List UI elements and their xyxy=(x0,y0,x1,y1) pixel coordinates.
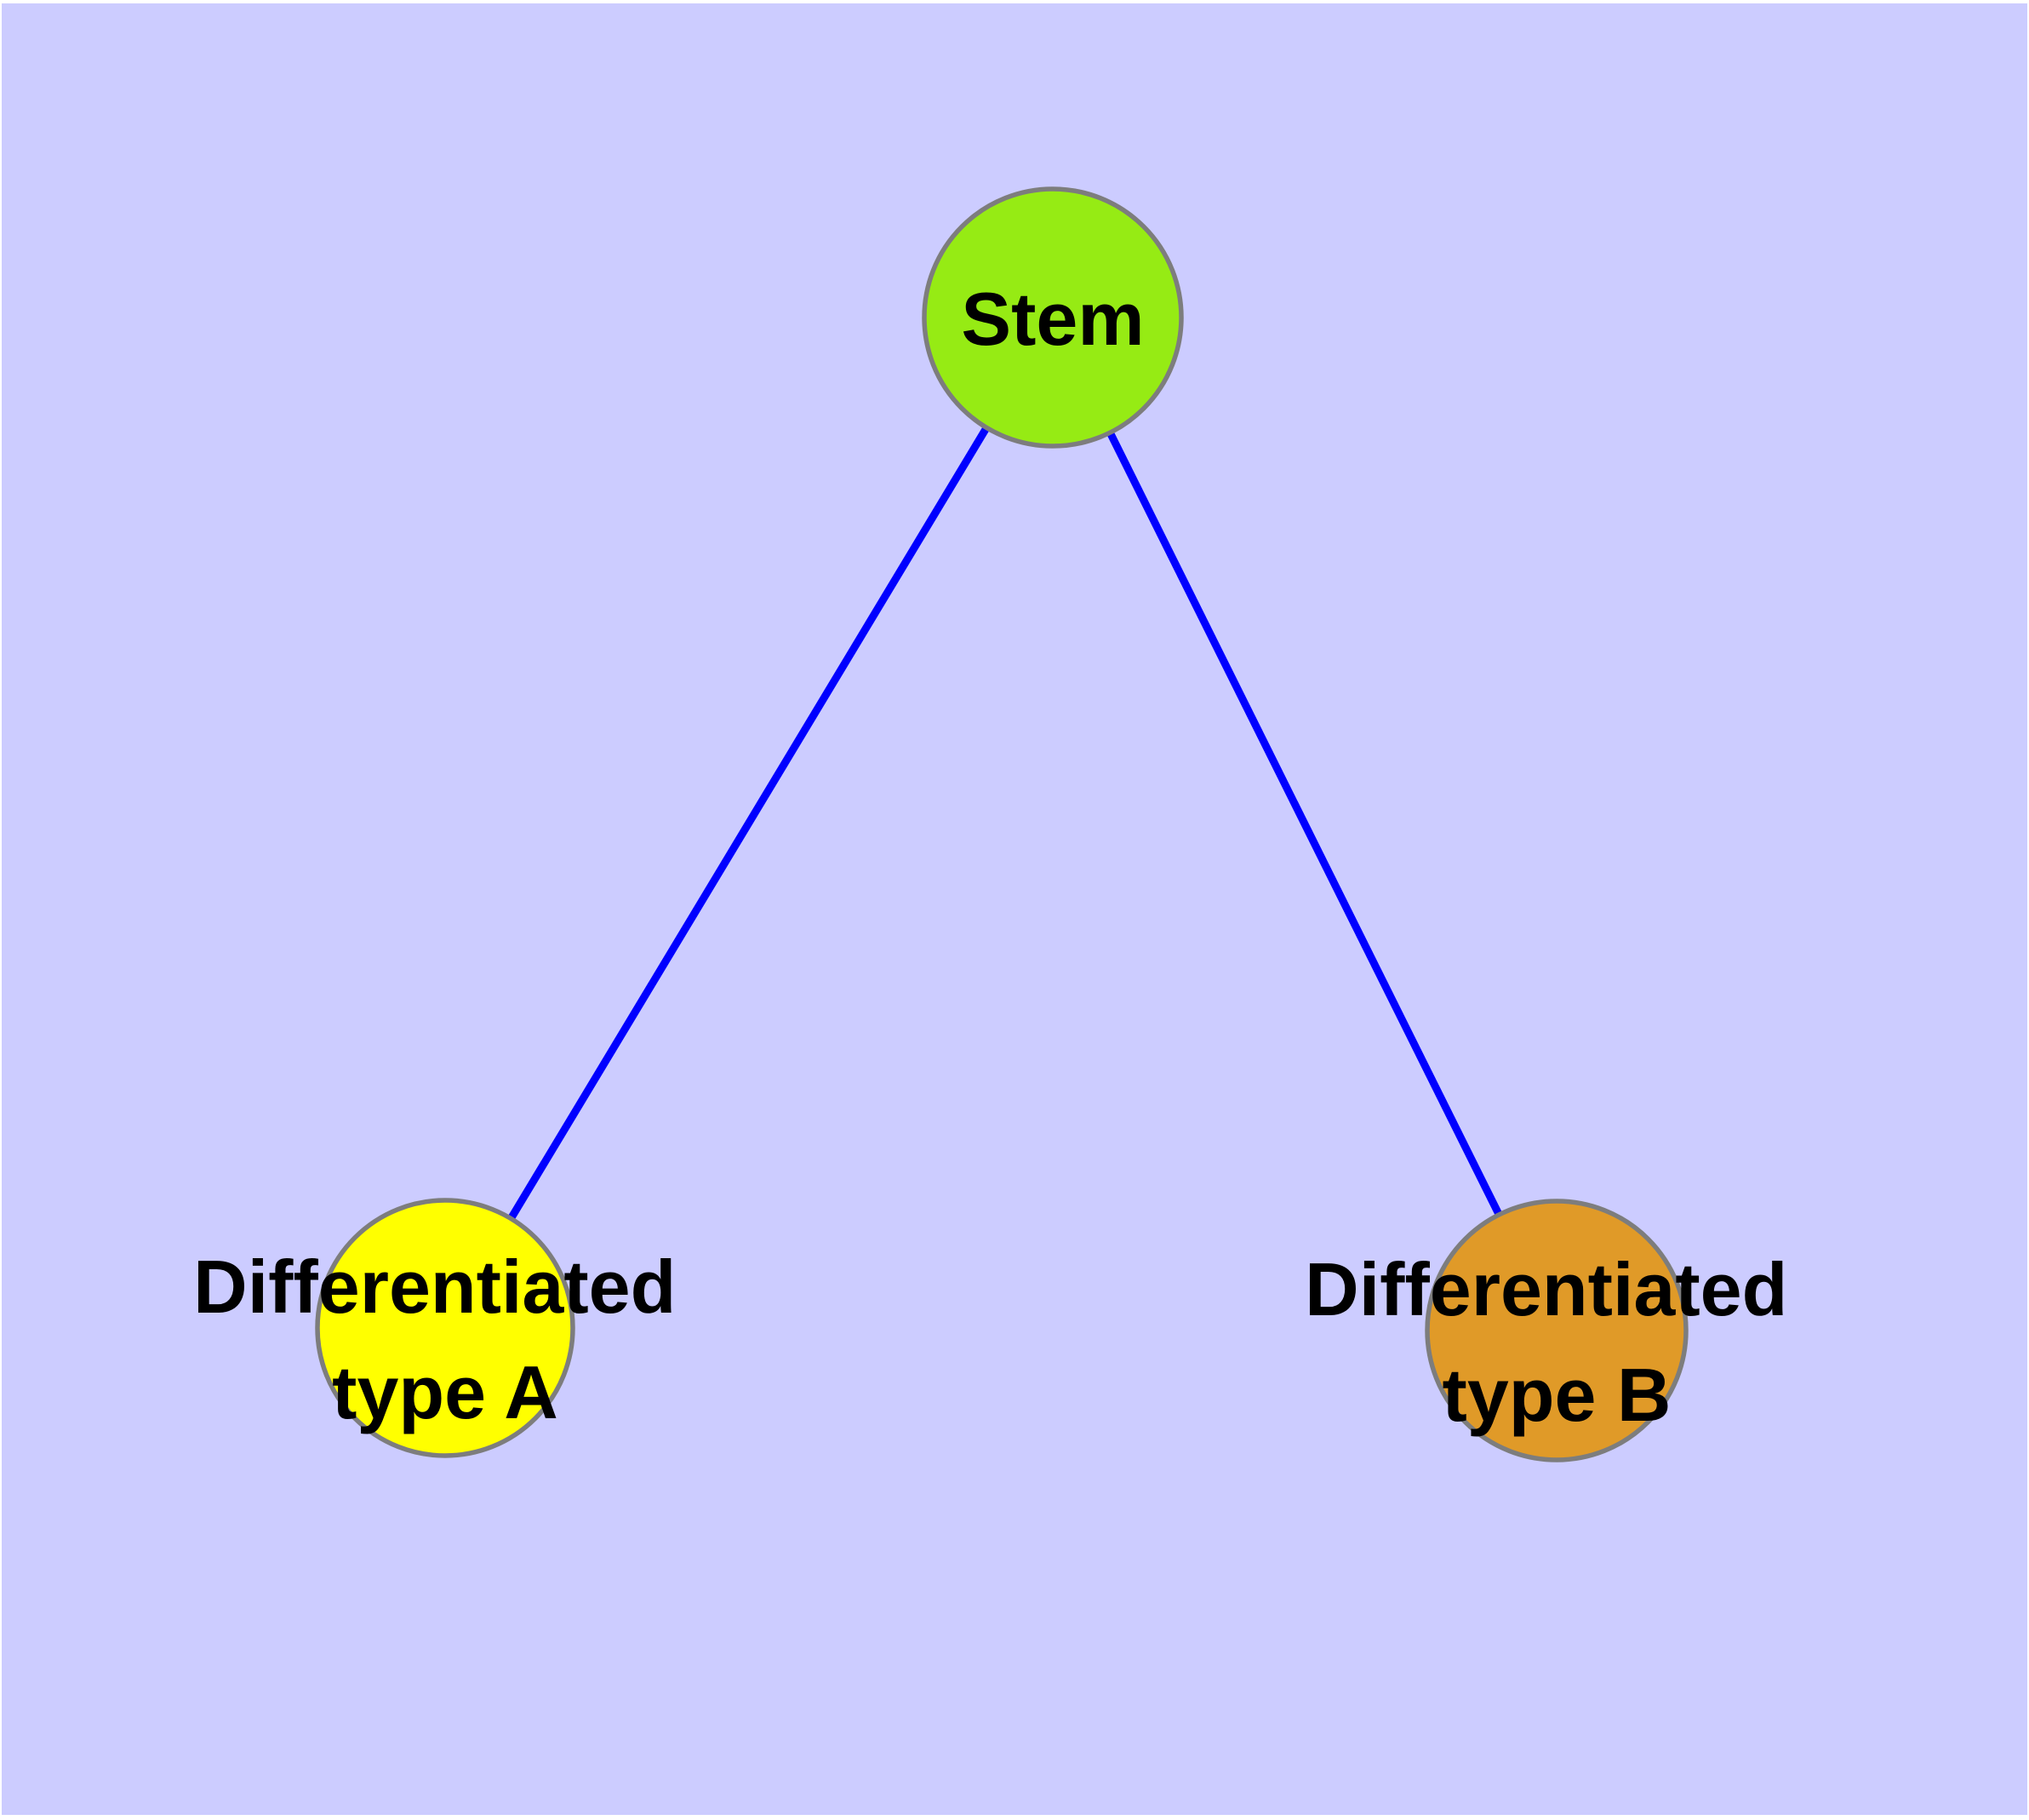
differentiated-type-a-label-line2: type A xyxy=(332,1350,558,1434)
differentiated-type-b-node xyxy=(1425,1199,1689,1462)
edge-stem-to-type-a xyxy=(442,315,1056,1331)
stem-node-label-line: Stem xyxy=(961,277,1144,361)
stem-node-label: Stem xyxy=(961,277,1144,361)
differentiated-type-a-label: Differentiated type A xyxy=(193,1245,697,1434)
differentiated-type-a-node xyxy=(315,1198,575,1458)
edge-stem-to-type-b xyxy=(1049,315,1561,1333)
stem-node xyxy=(922,186,1184,449)
differentiated-type-a-label-line1: Differentiated xyxy=(193,1245,676,1329)
differentiated-type-b-label: Differentiated type B xyxy=(1305,1247,1809,1437)
differentiated-type-b-label-line2: type B xyxy=(1443,1353,1672,1437)
differentiated-type-b-label-line1: Differentiated xyxy=(1305,1247,1787,1331)
